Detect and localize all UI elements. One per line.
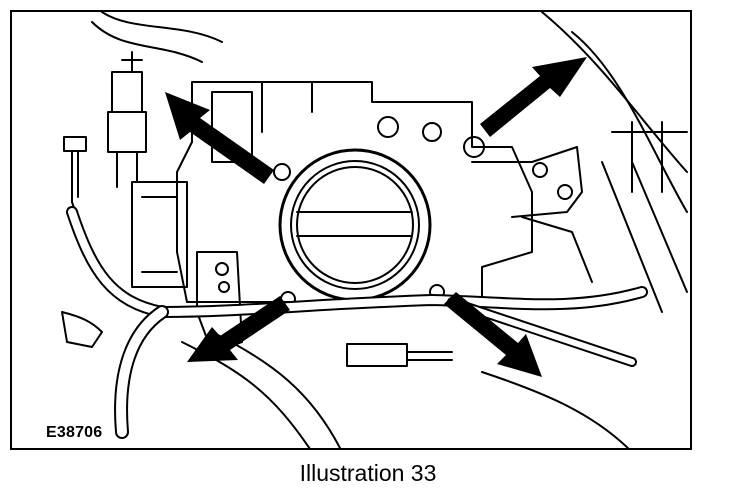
arrow-lower-left-bolt [187,296,290,362]
intake-manifold [131,81,533,303]
arrow-upper-left-bolt [165,92,274,184]
harness-branch-inner [116,307,167,437]
background-hose-line [91,21,203,63]
lower-sensor [346,343,408,367]
arrow-upper-right-bolt [480,57,587,137]
throttle-body-drawing [61,12,688,448]
figure-caption: Illustration 33 [299,460,437,486]
background-hose-line [571,31,688,213]
throttle-body [278,148,432,302]
throttle-plate [296,211,413,237]
throttle-body-stud [377,116,399,138]
wiring-harness-inner [68,208,646,316]
upper-left-bolt [273,163,291,181]
lower-sensor-lead [406,351,453,361]
small-bracket [61,311,103,348]
sensor-connector [107,51,147,188]
figure-id-label: E38706 [46,424,103,441]
background-hose-line [541,12,688,173]
upper-right-bolt [463,136,485,158]
background-hose-line [101,12,223,43]
throttle-actuator-bracket [471,146,593,283]
throttle-body-stud [422,122,442,142]
right-side-pipe [601,161,688,313]
lower-hose [211,331,342,448]
figure-frame: E38706 [10,10,692,450]
background-tube [611,121,688,193]
arrow-lower-right-bolt [444,292,542,377]
lower-hose [481,371,630,448]
